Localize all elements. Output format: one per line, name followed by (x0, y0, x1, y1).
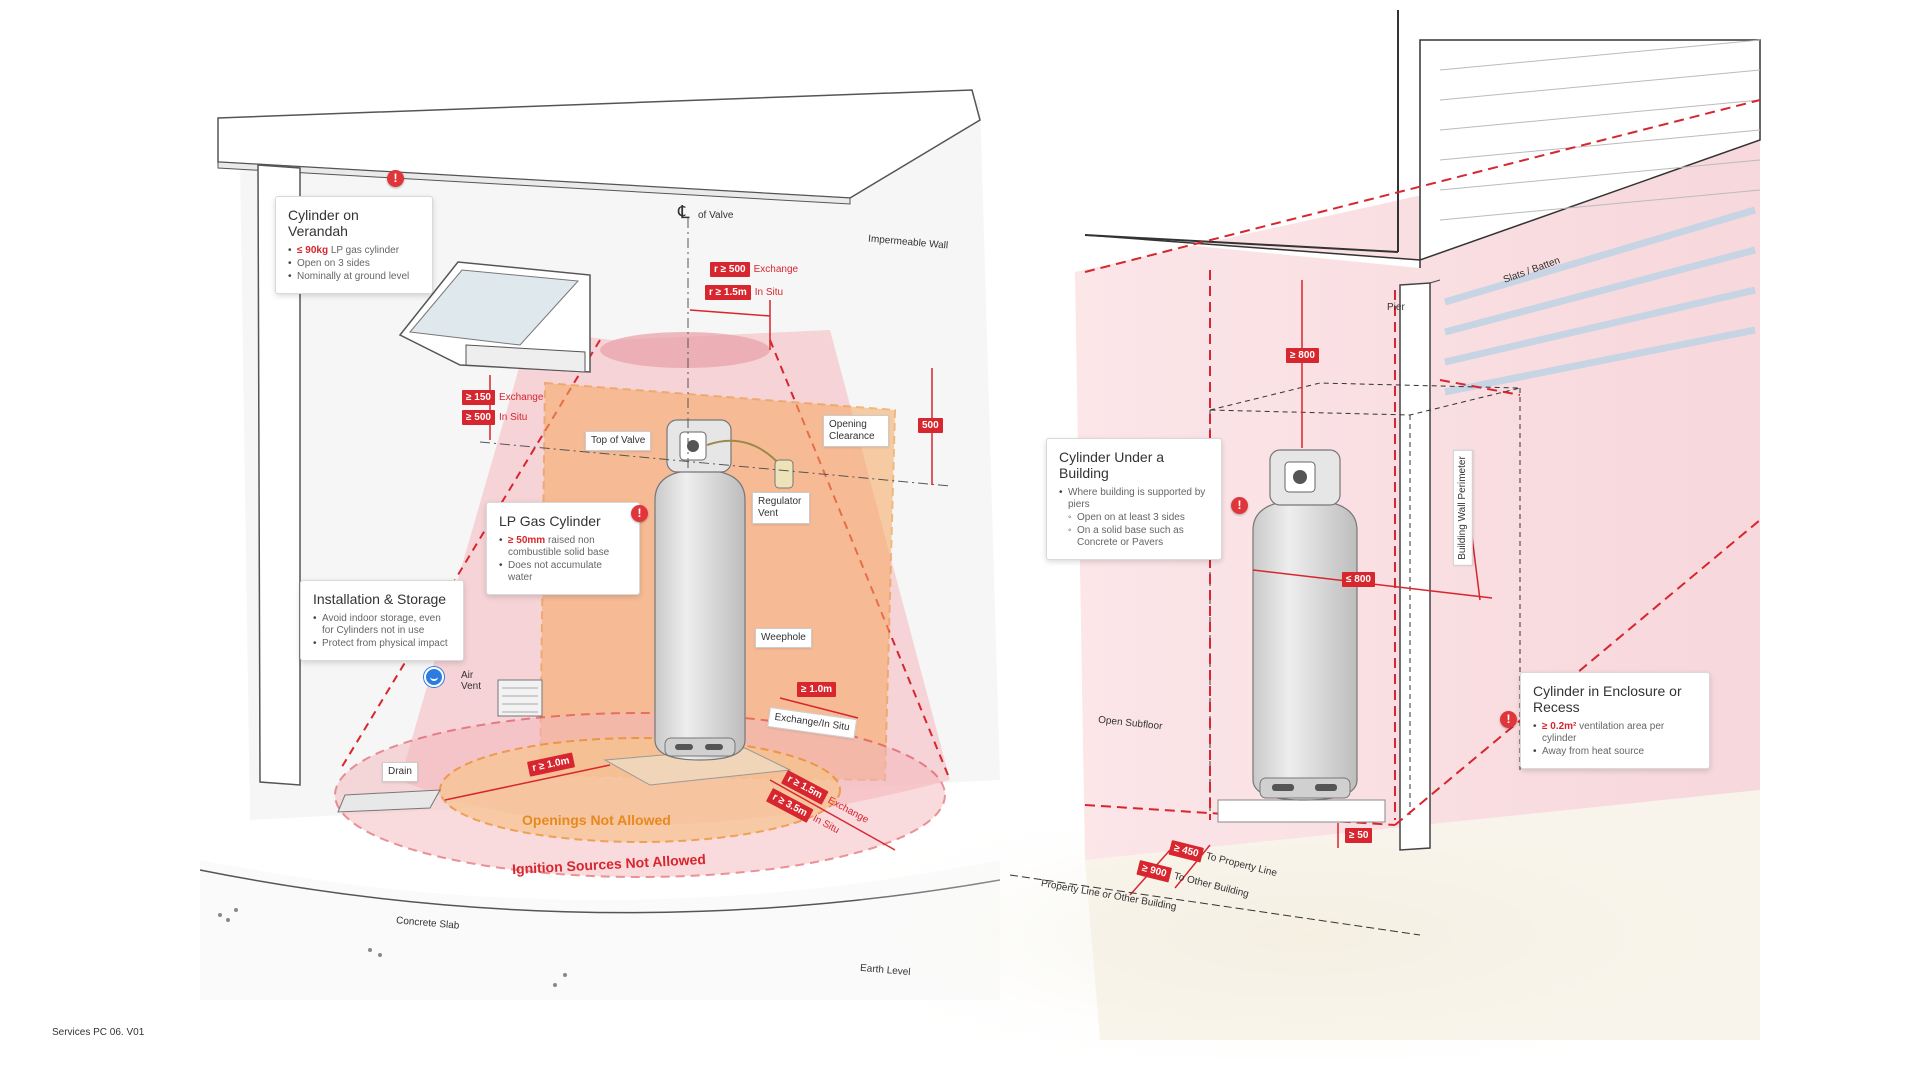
label-pier: Pier (1387, 302, 1405, 313)
drain-grate (337, 789, 441, 813)
label-of-valve: of Valve (698, 210, 734, 221)
label-air-vent: Air Vent (461, 670, 482, 692)
concrete-slab (200, 860, 1000, 1000)
bullet-text: LP gas cylinder (328, 245, 400, 256)
label-openings-not-allowed: Openings Not Allowed (522, 812, 671, 828)
lp-gas-cylinder-right (1252, 449, 1358, 801)
callout-bullet: Where building is supported by piers (1059, 487, 1209, 511)
dim-valve-exchange: r ≥ 500 Exchange (710, 262, 798, 277)
property-line (1009, 874, 1421, 936)
dim-valve-insitu: r ≥ 1.5m In Situ (705, 285, 783, 300)
bullet-text: ventilation area per cylinder (1542, 721, 1665, 744)
pier (1399, 282, 1431, 851)
window-glass (409, 269, 580, 346)
label-top-of-valve: Top of Valve (585, 431, 652, 451)
dim-weephole-value: ≥ 1.0m (797, 682, 837, 697)
callout-sub-bullet: Open on at least 3 sides (1059, 512, 1209, 524)
callout-sub-bullet: On a solid base such as Concrete or Pave… (1059, 525, 1209, 549)
callout-title: Cylinder on Verandah (288, 207, 359, 239)
dim-value: 500 (918, 418, 943, 433)
air-vent-grille (497, 679, 543, 717)
dim-window-exchange: ≥ 150 Exchange (462, 390, 543, 405)
callout-bullet: ≥ 50mm raised non combustible solid base (499, 535, 627, 559)
right-scene (860, 10, 1761, 1060)
callout-bullet: Open on 3 sides (288, 258, 420, 270)
dim-opening-500: 500 (918, 418, 943, 433)
footer-version: Services PC 06. V01 (52, 1027, 145, 1038)
dim-value: ≥ 150 (462, 390, 495, 405)
callout-cylinder-under-building: Cylinder Under a Building Where building… (1046, 438, 1222, 560)
dim-value: r ≥ 500 (710, 262, 750, 277)
dim-under-width: ≤ 800 (1342, 572, 1375, 587)
callout-bullet: Nominally at ground level (288, 271, 420, 283)
roof-edge (217, 161, 851, 205)
highlight-value: ≤ 90kg (297, 245, 329, 256)
dim-value: r ≥ 1.5m (705, 285, 751, 300)
cylinder-base-right (1217, 799, 1386, 823)
info-icon (424, 667, 444, 687)
dim-label: Exchange (498, 392, 544, 403)
dim-value: ≤ 800 (1342, 572, 1375, 587)
cladding-slats (1439, 39, 1761, 221)
callout-title: LP Gas Cylinder (499, 513, 601, 529)
dim-under-top: ≥ 800 (1286, 348, 1319, 363)
highlight-value: ≥ 50mm (508, 535, 546, 546)
callout-bullet: ≥ 0.2m² ventilation area per cylinder (1533, 721, 1697, 745)
dim-label: In Situ (754, 287, 784, 298)
dim-window-insitu: ≥ 500 In Situ (462, 410, 527, 425)
label-regulator-vent: Regulator Vent (752, 492, 810, 524)
callout-lp-gas-cylinder: LP Gas Cylinder ≥ 50mm raised non combus… (486, 502, 640, 595)
air-vent-slats (502, 687, 538, 713)
callout-title: Cylinder Under a Building (1059, 449, 1165, 481)
alert-icon-lp-cylinder: ! (631, 505, 648, 522)
cone-edges (339, 339, 951, 781)
callout-title: Cylinder in Enclosure or Recess (1533, 683, 1682, 715)
dim-value: ≥ 50 (1345, 828, 1373, 843)
regulator (774, 459, 794, 489)
callout-bullet: Protect from physical impact (313, 638, 451, 650)
highlight-value: ≥ 0.2m² (1542, 721, 1577, 732)
dim-under-base: ≥ 50 (1345, 828, 1373, 843)
callout-bullet: Does not accumulate water (499, 560, 627, 584)
slats-batten (1444, 206, 1756, 396)
callout-bullet: Avoid indoor storage, even for Cylinders… (313, 613, 451, 637)
label-weephole: Weephole (755, 628, 812, 648)
bullet-text: raised non combustible solid base (508, 535, 610, 558)
earth-surface (1085, 790, 1760, 1040)
callout-title: Installation & Storage (313, 591, 447, 607)
alert-icon-verandah: ! (387, 170, 404, 187)
centreline-symbol: ℄ (678, 202, 690, 222)
callout-installation-storage: Installation & Storage Avoid indoor stor… (300, 580, 464, 661)
dim-value: ≥ 800 (1286, 348, 1319, 363)
floor-edge (1084, 234, 1399, 253)
cone-top (600, 332, 770, 368)
callout-cylinder-on-verandah: Cylinder on Verandah ≤ 90kg LP gas cylin… (275, 196, 433, 294)
alert-icon-under-building: ! (1231, 497, 1248, 514)
lp-gas-cylinder-left (654, 419, 746, 761)
callout-bullet: Away from heat source (1533, 746, 1697, 758)
verandah-roof (217, 89, 981, 199)
dim-value: ≥ 500 (462, 410, 495, 425)
label-building-wall-perimeter: Building Wall Perimeter (1452, 450, 1473, 566)
label-opening-clearance: Opening Clearance (823, 415, 889, 447)
alert-icon-enclosure: ! (1500, 711, 1517, 728)
slab-markers (218, 908, 567, 987)
window-sill (465, 344, 586, 373)
label-drain: Drain (382, 762, 418, 782)
callout-bullet: ≤ 90kg LP gas cylinder (288, 245, 420, 257)
verandah-post (257, 164, 301, 786)
callout-cylinder-enclosure: Cylinder in Enclosure or Recess ≥ 0.2m² … (1520, 672, 1710, 769)
building-floor (1084, 39, 1761, 268)
dim-label: Exchange (753, 264, 799, 275)
dim-label: In Situ (498, 412, 528, 423)
dim-value: ≥ 1.0m (797, 682, 837, 697)
